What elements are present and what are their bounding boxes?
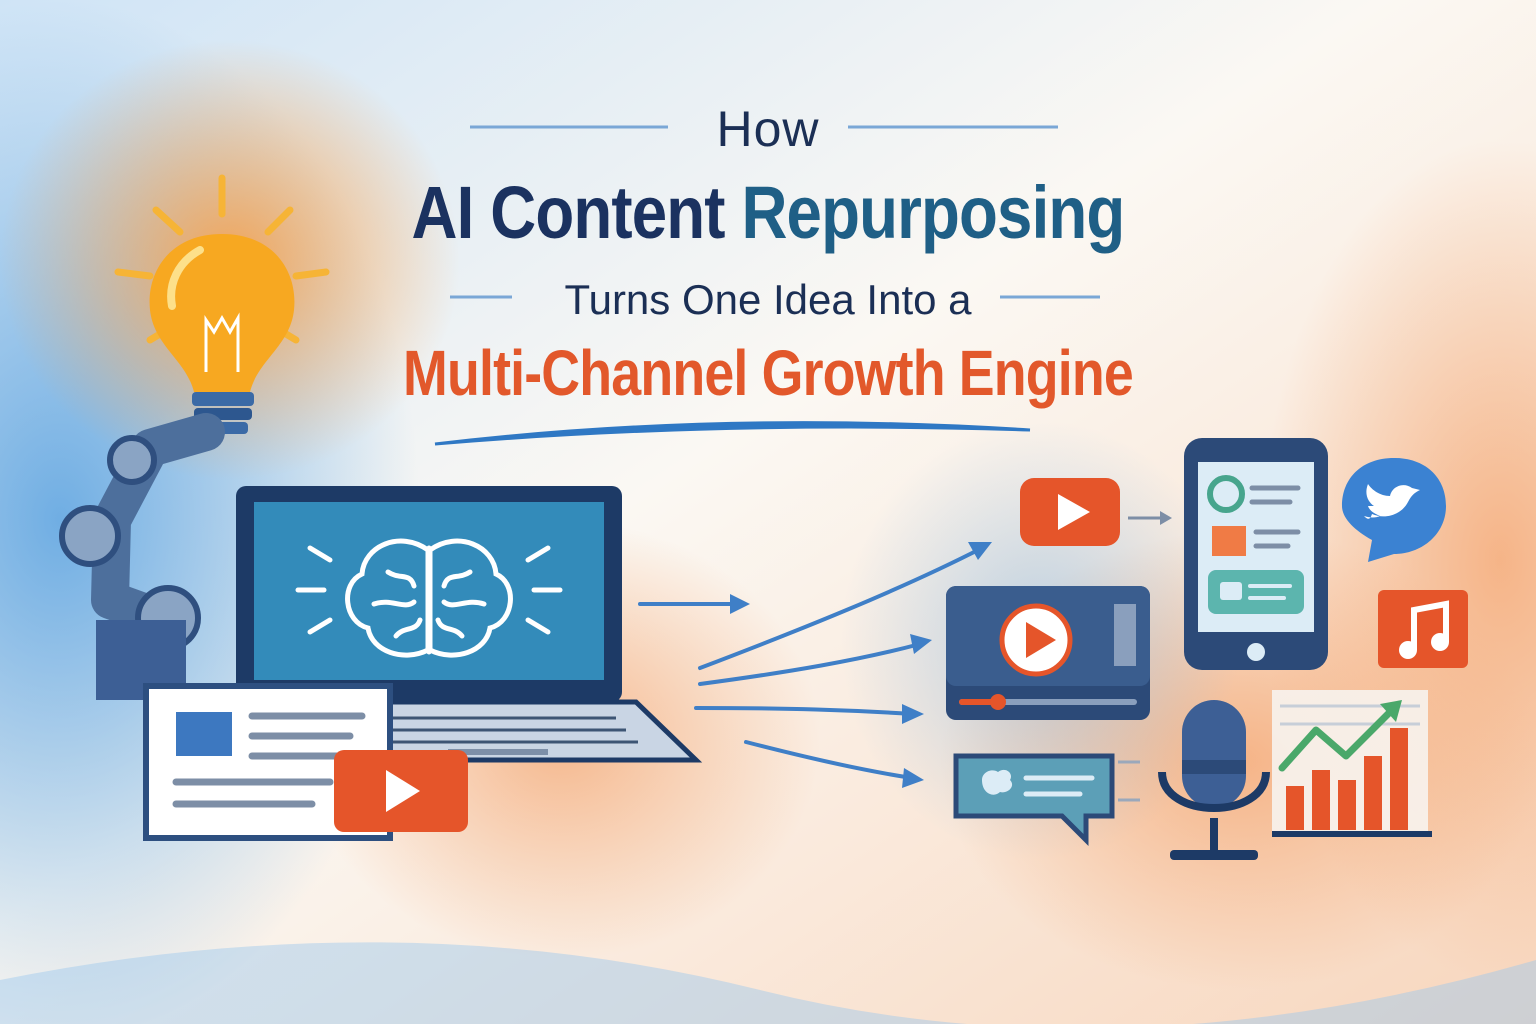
brain-icon [295,538,563,658]
headline-underline-swoosh [434,421,1031,446]
smartphone-icon [1184,438,1328,670]
video-player-icon [946,586,1150,720]
tagline: Multi-Channel Growth Engine [403,337,1134,409]
subtitle: Turns One Idea Into a [564,276,972,323]
headline-rules [450,125,1100,299]
twitter-bird-icon [1342,458,1446,562]
microphone-icon [1158,700,1270,860]
main-title-part1: AI Content [411,171,726,254]
robot-arm-icon [59,413,225,700]
chat-bubble-icon [953,753,1115,847]
main-title-part2: Repurposing [741,171,1125,254]
growth-chart-icon [1272,690,1432,837]
main-title: AI Content Repurposing [108,170,1429,255]
lightbulb-icon [114,174,330,434]
chat-arrows [1118,760,1140,802]
flow-arrows [638,546,984,780]
flow-arrowheads [730,542,992,788]
play-icon [334,750,468,832]
heading-how: How [716,101,820,157]
music-note-icon [1378,590,1468,668]
play-icon [1020,478,1120,546]
